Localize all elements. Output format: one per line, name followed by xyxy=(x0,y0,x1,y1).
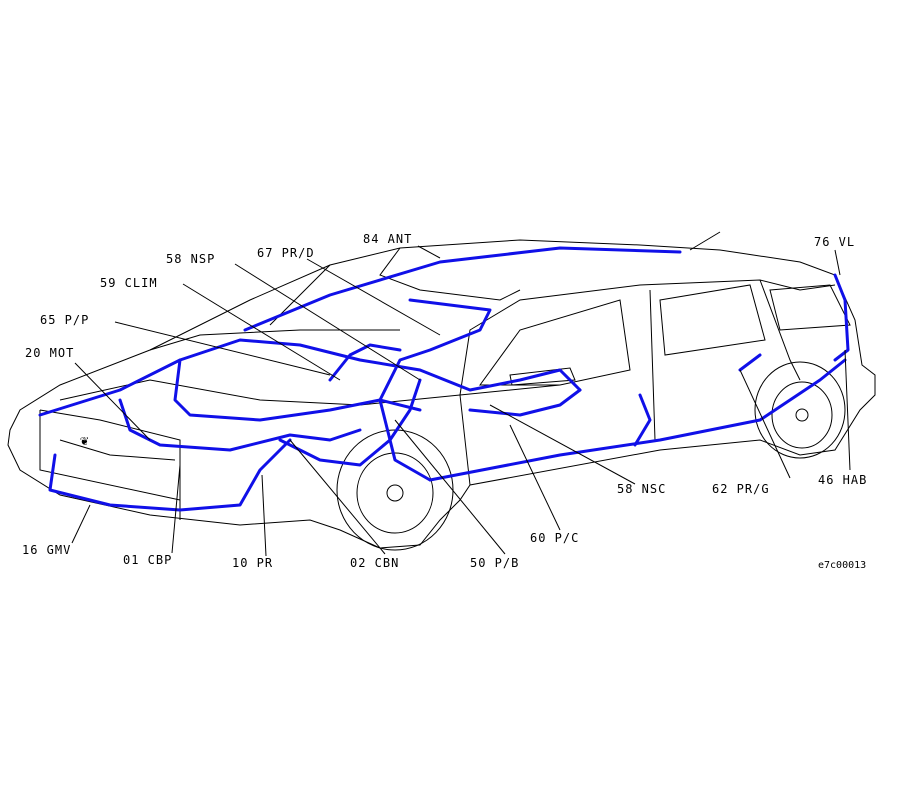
connector-labels: 84 ANT 76 VL 58 NSP 67 PR/D 59 CLIM 65 P… xyxy=(22,232,867,571)
label-59-clim: 59 CLIM xyxy=(100,276,158,290)
label-16-gmv: 16 GMV xyxy=(22,543,71,557)
leader-lines xyxy=(71,245,851,557)
label-58-nsc: 58 NSC xyxy=(617,482,666,496)
brand-logo-icon: ❦ xyxy=(80,433,89,449)
label-60-pc: 60 P/C xyxy=(530,531,579,545)
label-10-pr: 10 PR xyxy=(232,556,273,570)
label-62-prg: 62 PR/G xyxy=(712,482,770,496)
reference-code: e7c00013 xyxy=(818,560,866,571)
label-58-nsp: 58 NSP xyxy=(166,252,215,266)
label-76-vl: 76 VL xyxy=(814,235,855,249)
label-02-cbn: 02 CBN xyxy=(350,556,399,570)
wiring-harness xyxy=(38,246,850,512)
label-67-prd: 67 PR/D xyxy=(257,246,315,260)
label-50-pb: 50 P/B xyxy=(470,556,519,570)
label-01-cbp: 01 CBP xyxy=(123,553,172,567)
label-65-pp: 65 P/P xyxy=(40,313,89,327)
label-84-ant: 84 ANT xyxy=(363,232,412,246)
label-46-hab: 46 HAB xyxy=(818,473,867,487)
label-20-mot: 20 MOT xyxy=(25,346,74,360)
